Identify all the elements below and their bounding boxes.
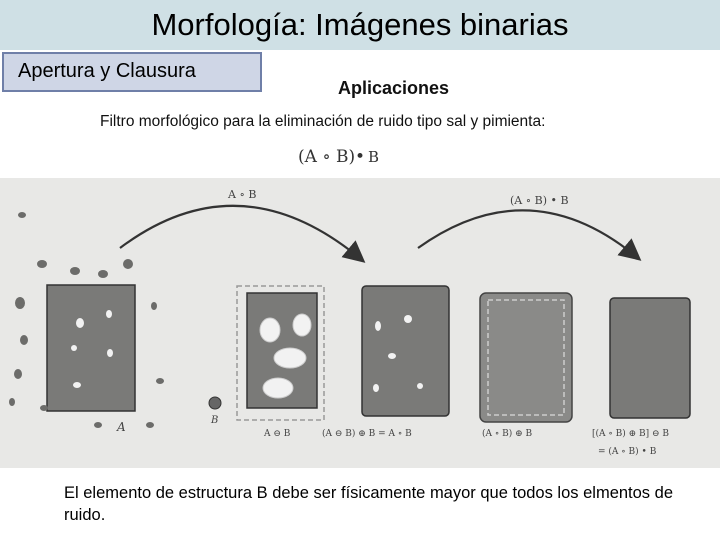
formula-right: B	[368, 148, 379, 166]
label-a: A	[116, 420, 126, 434]
slide-title: Morfología: Imágenes binarias	[151, 7, 569, 42]
formula-left: (A ∘ B)	[298, 147, 355, 167]
section-label: Apertura y Clausura	[18, 60, 196, 82]
subheading: Aplicaciones	[338, 78, 450, 98]
structuring-element-b: B	[208, 396, 222, 426]
panel3-caption: (A ⊖ B) ⊕ B = A ∘ B	[322, 428, 412, 439]
panel5-caption-2: = (A ∘ B) • B	[598, 446, 657, 457]
panel-original: A	[9, 212, 164, 434]
formula-op: •	[355, 147, 365, 167]
section-tab: Apertura y Clausura	[2, 52, 262, 92]
morphology-figure: A ∘ B (A ∘ B) • B A	[0, 178, 720, 468]
panel-closing: [(A ∘ B) ⊕ B] ⊖ B = (A ∘ B) • B	[592, 297, 691, 457]
label-b: B	[210, 415, 218, 426]
panel-erosion: A ⊖ B	[236, 285, 325, 439]
formula: (A ∘ B) • B	[298, 147, 379, 167]
caption: El elemento de estructura B debe ser fís…	[64, 484, 673, 524]
panel-opening: (A ⊖ B) ⊕ B = A ∘ B	[322, 285, 450, 439]
panel5-caption: [(A ∘ B) ⊕ B] ⊖ B	[592, 428, 669, 439]
panel4-caption: (A ∘ B) ⊕ B	[482, 428, 533, 439]
opening-arrow	[119, 204, 366, 263]
panel-dilation: (A ∘ B) ⊕ B	[479, 292, 573, 439]
title-bar: Morfología: Imágenes binarias	[0, 0, 720, 50]
filter-description: Filtro morfológico para la eliminación d…	[100, 113, 546, 130]
arrow1-label: A ∘ B	[227, 188, 256, 201]
arrow2-label: (A ∘ B) • B	[510, 194, 569, 207]
closing-arrow	[417, 209, 642, 261]
panel2-caption: A ⊖ B	[263, 429, 291, 439]
